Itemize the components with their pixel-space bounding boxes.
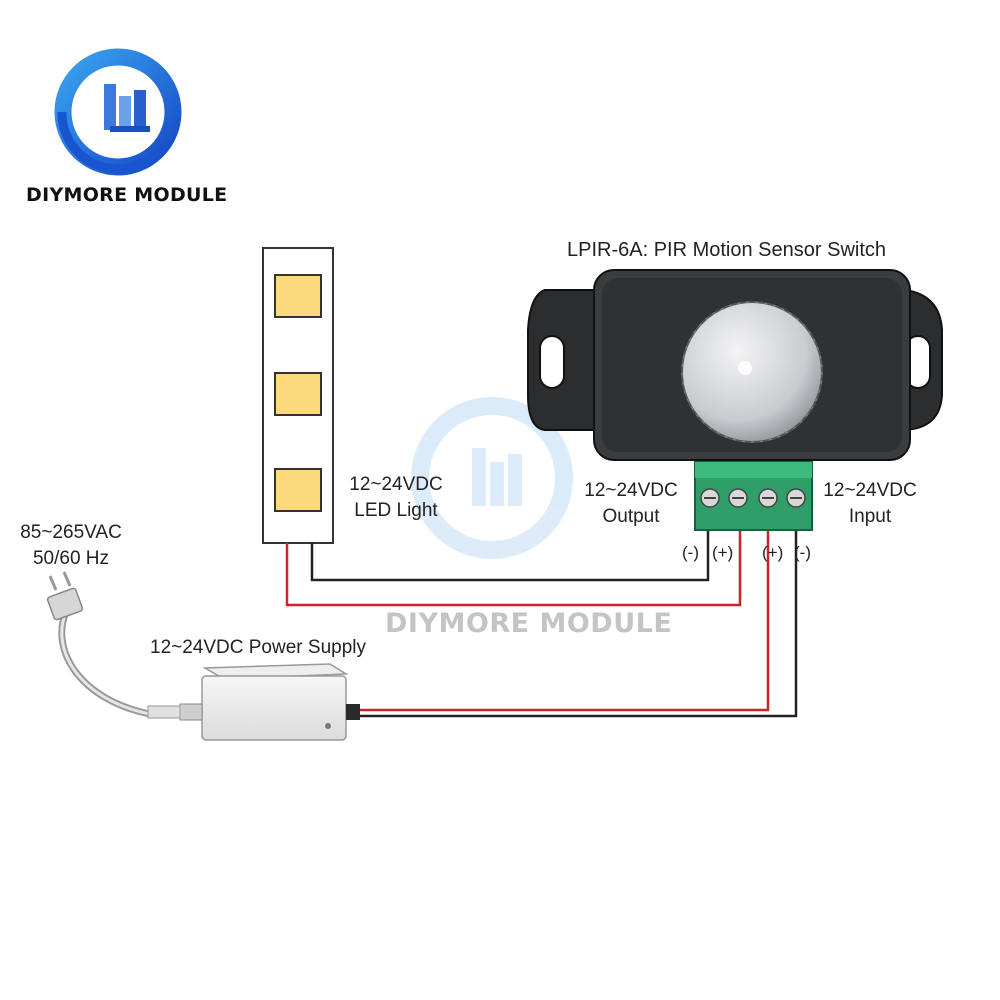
ac-plug-icon (46, 571, 84, 621)
ac-voltage-label: 85~265VAC (20, 522, 122, 543)
power-supply-box (147, 663, 360, 741)
power-supply-label: 12~24VDC Power Supply (150, 637, 366, 658)
mount-slot (539, 335, 565, 389)
watermark-logo-icon (411, 397, 573, 559)
wire-black-psu (356, 514, 798, 718)
terminal-input-plus: (+) (762, 543, 784, 562)
wire-red-led (285, 514, 742, 607)
led-name-label: LED Light (354, 500, 438, 521)
output-name-label: Output (602, 506, 660, 527)
output-voltage-label: 12~24VDC (584, 480, 678, 501)
terminal-output-plus: (+) (712, 543, 734, 562)
wire-black-led (310, 514, 710, 582)
led-chip (274, 274, 322, 318)
sensor-title: LPIR-6A: PIR Motion Sensor Switch (567, 239, 887, 261)
pir-sensor-body (527, 269, 943, 461)
led-strip (262, 247, 334, 544)
led-voltage-label: 12~24VDC (349, 474, 443, 495)
terminal-input-minus: (-) (794, 543, 811, 562)
pir-dome (681, 301, 823, 443)
brand-name: DIYMORE MODULE (26, 184, 228, 206)
input-name-label: Input (848, 506, 892, 527)
watermark-text: DIYMORE MODULE (385, 608, 673, 639)
input-voltage-label: 12~24VDC (823, 480, 917, 501)
led-chip (274, 468, 322, 512)
terminal-output-minus: (-) (682, 543, 699, 562)
ac-frequency-label: 50/60 Hz (32, 548, 110, 569)
brand-logo-icon (54, 48, 182, 176)
terminal-block (694, 461, 813, 531)
wire-red-psu (356, 514, 770, 712)
led-chip (274, 372, 322, 416)
wires (58, 514, 798, 718)
